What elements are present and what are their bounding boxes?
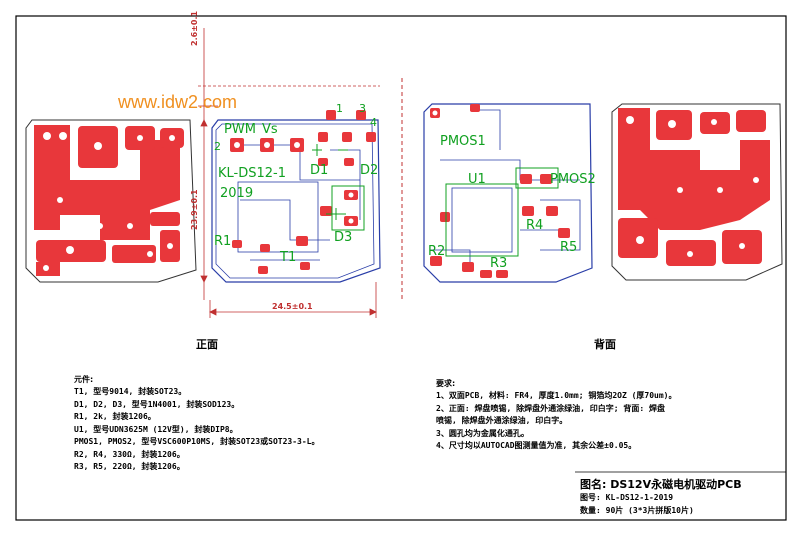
component-line: R3, R5, 220Ω, 封装1206。 (74, 462, 185, 471)
caption-back: 背面 (594, 338, 616, 351)
drawing-title: 图名: DS12V永磁电机驱动PCB (580, 478, 742, 491)
silk-r4: R4 (526, 218, 544, 233)
silk-vs: Vs (262, 122, 278, 137)
dimension-lines (198, 28, 380, 318)
watermark-text: www.idw2.com (118, 92, 238, 112)
dim-height: 23.9±0.1 (190, 189, 199, 230)
back-silkscreen-board (423, 103, 593, 283)
silk-pin1: 1 (336, 102, 343, 115)
drawing-frame (15, 15, 787, 521)
dim-width: 24.5±0.1 (272, 302, 313, 311)
silk-u1: U1 (468, 172, 486, 187)
silk-pin2-front: 2 (214, 140, 221, 153)
requirements-heading: 要求: (436, 379, 456, 388)
silk-r2: R2 (428, 244, 446, 259)
components-heading: 元件: (74, 375, 94, 384)
silk-r3: R3 (490, 256, 508, 271)
component-line: R1, 2k, 封装1206。 (74, 412, 156, 421)
drawing-quantity: 数量: 90片 (3*3片拼版10片) (580, 506, 694, 515)
component-line: PMOS1, PMOS2, 型号VSC600P10MS, 封装SOT23或SOT… (74, 437, 320, 446)
requirements-list: 1、双面PCB, 材料: FR4, 厚度1.0mm; 铜箔均2OZ (厚70um… (436, 390, 677, 453)
silk-pin3: 3 (359, 102, 366, 115)
silk-d2: D2 (360, 163, 379, 178)
requirement-line: 3、圆孔均为金属化通孔。 (436, 428, 529, 438)
requirement-line: 2、正面: 焊盘喷锡, 除焊盘外通涂绿油, 印白字; 背面: 焊盘 (436, 403, 665, 413)
drawing-number: 图号: KL-DS12-1-2019 (580, 493, 674, 502)
requirement-line: 1、双面PCB, 材料: FR4, 厚度1.0mm; 铜箔均2OZ (厚70um… (436, 391, 677, 400)
front-copper-board (25, 119, 197, 283)
silk-d3: D3 (334, 230, 353, 245)
components-list: T1, 型号9014, 封装SOT23。 D1, D2, D3, 型号1N400… (74, 386, 319, 474)
silk-d1: D1 (310, 163, 329, 178)
component-line: R2, R4, 330Ω, 封装1206。 (74, 449, 185, 459)
back-copper-board (611, 103, 783, 281)
silk-pmos2: PMOS2 (550, 172, 596, 187)
caption-front: 正面 (196, 338, 218, 351)
silk-pmos1: PMOS1 (440, 134, 486, 149)
silk-pin4: 4 (370, 116, 377, 129)
component-line: U1, 型号UDN3625M (12V型), 封装DIP8。 (74, 424, 238, 434)
requirement-line: 喷锡, 除焊盘外通涂绿油, 印白字。 (436, 416, 568, 425)
requirement-line: 4、尺寸均以AUTOCAD图测量值为准, 其余公差±0.05。 (436, 441, 637, 450)
silk-r1: R1 (214, 234, 232, 249)
silk-board-name: KL-DS12-1 (218, 166, 286, 181)
dim-top-offset: 2.6±0.1 (190, 10, 199, 46)
silk-pwm: PWM (224, 122, 256, 137)
silk-r5: R5 (560, 240, 578, 255)
component-line: D1, D2, D3, 型号1N4001, 封装SOD123。 (74, 399, 240, 409)
silk-year: 2019 (220, 186, 254, 201)
silk-t1: T1 (280, 250, 297, 265)
component-line: T1, 型号9014, 封装SOT23。 (74, 387, 187, 396)
front-silkscreen-board (211, 110, 381, 283)
